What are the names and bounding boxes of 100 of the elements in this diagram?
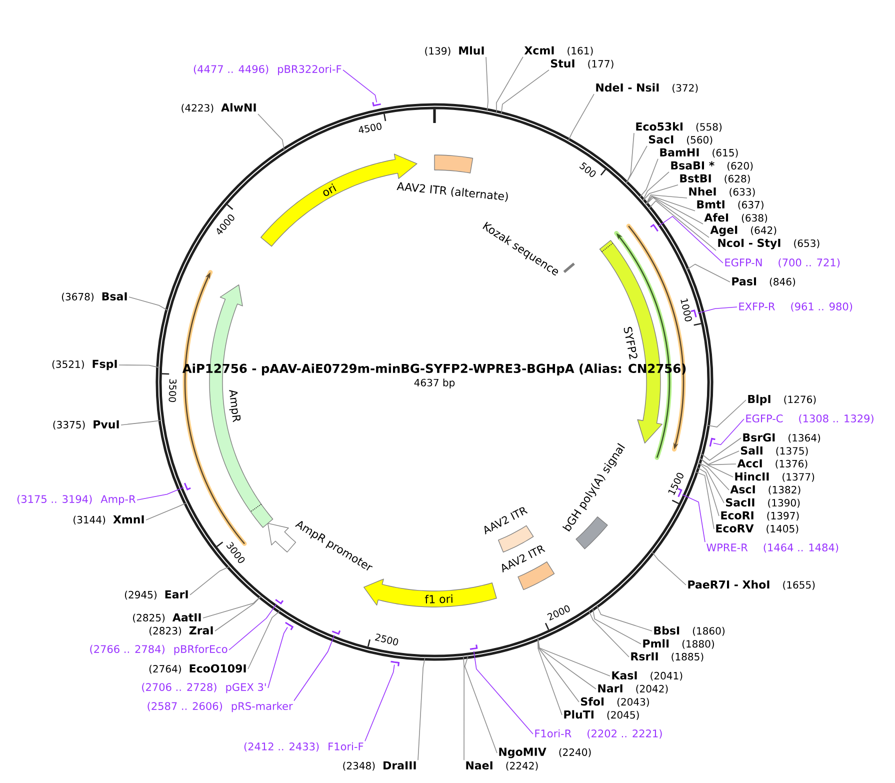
leader-line	[651, 551, 686, 586]
enzyme-label: NaeI (2242)	[466, 761, 538, 771]
leader-line	[364, 664, 395, 742]
leader-line	[639, 158, 658, 198]
primer-label: EGFP-N (700 .. 721)	[725, 258, 840, 268]
leader-line	[645, 194, 688, 206]
enzyme-label: BamHI (615)	[660, 148, 738, 158]
enzyme-label: (4223) AlwNI	[182, 103, 256, 113]
leader-line	[496, 56, 524, 114]
feature-label: AmpR	[229, 390, 241, 422]
tick-label: 3500	[168, 379, 177, 402]
enzyme-label: (2945) EarI	[124, 590, 188, 600]
leader-line	[146, 502, 188, 520]
leader-line	[190, 566, 230, 596]
leader-line	[642, 184, 678, 202]
enzyme-label: NarI (2042)	[598, 684, 668, 694]
leader-line	[294, 634, 335, 702]
enzyme-label: BsaBI * (620)	[671, 161, 753, 171]
leader-line	[120, 420, 162, 426]
primer-label: (4477 .. 4496) pBR322ori-F	[194, 64, 342, 76]
tick-label: 500	[579, 162, 596, 177]
enzyme-label: (2823) ZraI	[150, 626, 213, 636]
enzyme-label: AgeI (642)	[710, 226, 776, 236]
enzyme-label: (2825) AatII	[133, 613, 201, 623]
primer-site-mark	[275, 599, 284, 604]
enzyme-label: SalI (1375)	[741, 446, 808, 456]
leader-line	[713, 418, 744, 446]
leader-line	[118, 364, 160, 368]
leader-line	[248, 610, 281, 670]
enzyme-label: (2764) EcoO109I	[149, 664, 246, 674]
primer-label: (2412 .. 2433) F1ori-F	[244, 742, 364, 752]
enzyme-label: SacII (1390)	[726, 498, 800, 508]
primer-label: EXFP-R (961 .. 980)	[739, 302, 852, 312]
leader-line	[698, 462, 730, 490]
primer-site-mark	[470, 644, 478, 650]
enzyme-label: AccI (1376)	[737, 459, 808, 469]
leader-line	[686, 264, 730, 282]
primer-label: (2706 .. 2728) pGEX 3'	[142, 682, 266, 694]
leader-line	[418, 657, 426, 761]
leader-line	[642, 172, 670, 202]
enzyme-label: StuI (177)	[551, 59, 614, 69]
enzyme-label: HincII (1377)	[735, 472, 814, 482]
primer-label: (3175 .. 3194) Amp-R	[17, 494, 136, 506]
leader-line	[626, 146, 648, 184]
leader-line	[588, 610, 630, 658]
leader-line	[568, 94, 594, 142]
feature-band: f1 ori	[364, 578, 497, 608]
enzyme-label: BlpI (1276)	[748, 394, 816, 406]
feature-label: SYFP2	[624, 326, 638, 360]
length-label: 4637 bp	[414, 378, 455, 388]
leader-line	[500, 70, 550, 115]
tick-label: 4500	[358, 122, 382, 134]
primer-site-mark	[650, 224, 658, 232]
enzyme-label: XcmI (161)	[524, 46, 593, 56]
enzyme-label: BmtI (637)	[697, 200, 764, 210]
leader-line	[136, 486, 184, 500]
primer-site-mark	[184, 482, 191, 490]
leader-line	[462, 656, 464, 761]
leader-line	[696, 466, 720, 516]
primer-label: (2587 .. 2606) pRS-marker	[148, 702, 293, 712]
enzyme-label: KasI (2041)	[612, 671, 682, 681]
enzyme-label: NheI (633)	[689, 187, 755, 197]
enzyme-label: PmlI (1880)	[643, 639, 714, 649]
enzyme-label: AscI (1382)	[730, 485, 800, 495]
primer-label: EGFP-C (1308 .. 1329)	[746, 414, 874, 424]
leader-line	[697, 306, 738, 314]
tick-label: 1500	[668, 472, 684, 496]
primer-label: (2766 .. 2784) pBRforEco	[90, 644, 228, 656]
leader-line	[645, 196, 696, 212]
leader-line	[648, 200, 716, 251]
enzyme-label: (2348) DraIII	[343, 761, 416, 771]
leader-line	[698, 462, 724, 504]
leader-line	[682, 494, 706, 543]
primer-site-mark	[690, 310, 697, 318]
enzyme-label: Eco53kI (558)	[636, 122, 722, 132]
leader-line	[699, 458, 734, 478]
enzyme-label: NgoMIV (2240)	[499, 748, 591, 758]
primer-site-mark	[709, 438, 716, 447]
leader-line	[228, 604, 277, 650]
leader-line	[486, 56, 488, 112]
enzyme-label: BbsI (1860)	[654, 626, 724, 636]
leader-line	[128, 296, 168, 312]
primer-site-mark	[332, 630, 341, 635]
tick-label: 2000	[547, 605, 570, 621]
leader-line	[592, 608, 642, 644]
enzyme-label: PaeR7I - XhoI (1655)	[688, 580, 815, 590]
leader-line	[699, 450, 740, 465]
leader-line	[202, 596, 262, 618]
leader-line	[699, 458, 736, 466]
leader-line	[537, 637, 562, 716]
primer-label: WPRE-R (1464 .. 1484)	[706, 543, 838, 553]
enzyme-label: EcoRI (1397)	[721, 511, 799, 521]
tick-label: 2500	[374, 634, 398, 646]
enzyme-label: EcoRV (1405)	[716, 524, 798, 534]
enzyme-label: BstBI (628)	[680, 174, 750, 184]
leader-line	[700, 438, 742, 461]
primer-site-mark	[390, 660, 400, 666]
leader-line	[473, 650, 534, 734]
leader-line	[537, 637, 596, 690]
leader-line	[464, 655, 498, 754]
